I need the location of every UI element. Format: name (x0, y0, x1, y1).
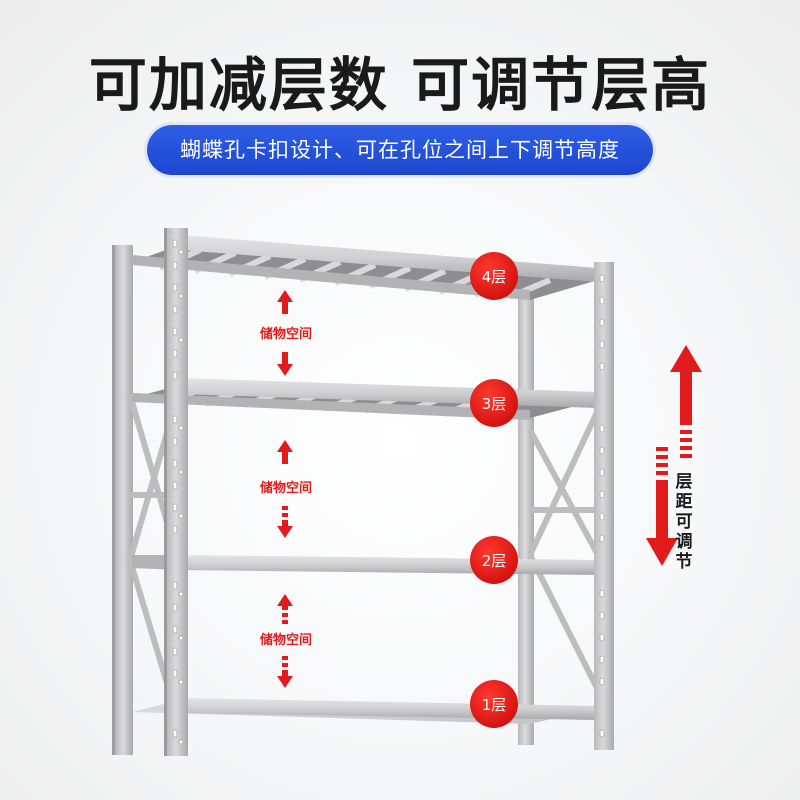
layer-badge-1: 1层 (470, 680, 518, 728)
layer-badge-label: 4层 (482, 268, 507, 286)
storage-space-label: 储物空间 (259, 326, 312, 342)
right-cross-brace (527, 408, 601, 692)
back-right-post (518, 285, 534, 745)
layer-badge-label: 3层 (482, 395, 507, 413)
layer-badge-label: 1层 (482, 696, 507, 714)
storage-space-label: 储物空间 (259, 632, 312, 648)
layer-badge-2: 2层 (470, 536, 518, 584)
back-left-post (112, 245, 133, 755)
shelf-deck-4 (132, 235, 598, 300)
storage-space-label: 储物空间 (259, 480, 312, 496)
layer-badge-4: 4层 (470, 252, 518, 300)
layer-badge-3: 3层 (470, 379, 518, 427)
subtitle-pill: 蝴蝶孔卡扣设计、可在孔位之间上下调节高度 (147, 125, 653, 175)
up-arrow-icon (670, 345, 702, 458)
headline: 可加减层数 可调节层高 (88, 51, 712, 119)
storage-space-marker-middle: 储物空间 (259, 440, 312, 538)
adjust-spacing-label: 层距可调节 (675, 472, 693, 572)
layer-badge-label: 2层 (482, 552, 507, 570)
down-arrow-icon (646, 447, 678, 566)
front-left-post (164, 228, 188, 756)
storage-space-marker-bottom: 储物空间 (259, 594, 312, 688)
storage-space-marker-top: 储物空间 (259, 290, 312, 376)
front-right-post (594, 262, 614, 750)
